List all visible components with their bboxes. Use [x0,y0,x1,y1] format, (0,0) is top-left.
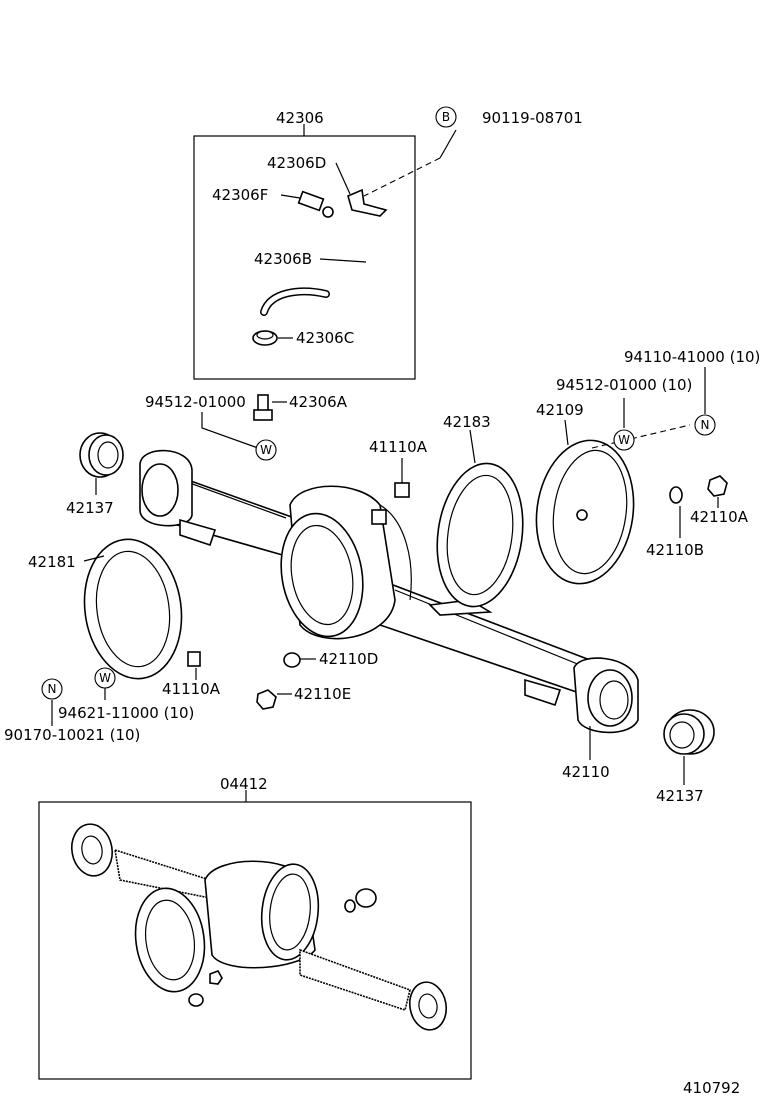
marker-w-mid: W [260,443,272,457]
part-labels: 42306 90119-08701 42306D 42306F 42306B 4… [4,109,760,1097]
label-42306a: 42306A [289,393,348,411]
label-42181: 42181 [28,553,76,571]
breather-kit-box [193,124,457,380]
axle-housing [139,449,639,734]
label-42110e: 42110E [294,685,351,703]
breather-plug [201,394,287,449]
label-42110d: 42110D [319,650,378,668]
label-94512-01000: 94512-01000 [145,393,246,411]
label-42109: 42109 [536,401,584,419]
label-41110a-low: 41110A [162,680,221,698]
housing-assy-box [38,790,472,1080]
label-94512-01000-10: 94512-01000 (10) [556,376,692,394]
label-94110-41000: 94110-41000 (10) [624,348,760,366]
marker-b: B [442,110,450,124]
cover-42109 [535,367,706,585]
label-42137-right: 42137 [656,787,704,805]
label-90170-10021: 90170-10021 (10) [4,726,140,744]
marker-n-low: N [48,682,57,696]
label-42183: 42183 [443,413,491,431]
gasket-42181 [83,538,183,680]
label-41110a-top: 41110A [369,438,428,456]
diagram-id: 410792 [683,1079,740,1097]
label-42110b: 42110B [646,541,704,559]
label-42110: 42110 [562,763,610,781]
label-42306f: 42306F [212,186,268,204]
label-42137-left: 42137 [66,499,114,517]
label-94621-11000: 94621-11000 (10) [58,704,194,722]
label-42110a: 42110A [690,508,749,526]
marker-circles: B N W W W N [41,106,716,700]
marker-w-low: W [99,671,111,685]
oil-seal-left [79,432,124,495]
label-04412: 04412 [220,775,268,793]
label-42306d: 42306D [267,154,326,172]
label-42306c: 42306C [296,329,354,347]
oil-seal-right [663,709,715,785]
label-90119-08701: 90119-08701 [482,109,583,127]
label-42306: 42306 [276,109,324,127]
marker-n-top: N [701,418,710,432]
marker-w-top: W [618,433,630,447]
gasket-42183 [436,429,524,608]
label-42306b: 42306B [254,250,312,268]
hardware [51,458,728,726]
